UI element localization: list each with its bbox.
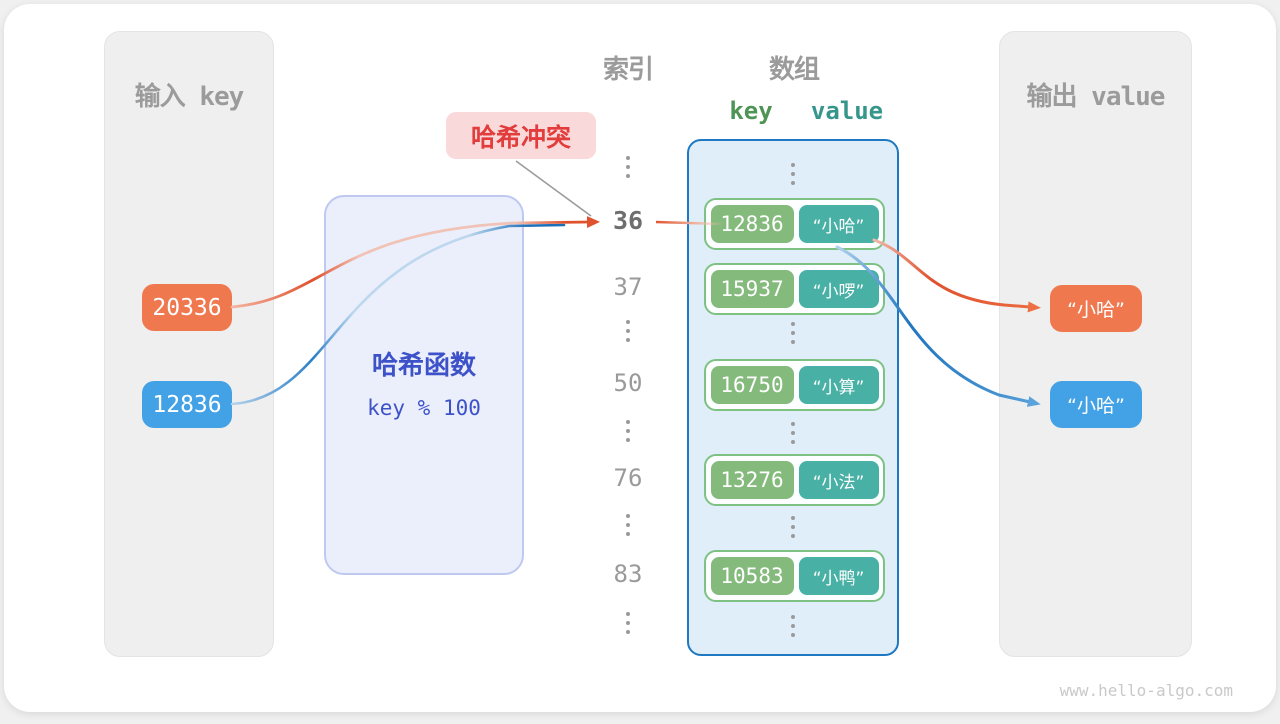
- index-ellipsis: [624, 156, 632, 178]
- input-key-orange: 20336: [142, 284, 232, 331]
- array-ellipsis: [789, 322, 797, 344]
- array-ellipsis: [789, 516, 797, 538]
- value-column-label: value: [810, 97, 884, 125]
- pair-13276: 13276 “小法”: [704, 454, 885, 506]
- index-36: 36: [612, 206, 644, 235]
- pair-value: “小算”: [798, 366, 879, 404]
- index-ellipsis: [624, 320, 632, 342]
- output-panel-title: 输出 value: [1026, 82, 1166, 112]
- pair-15937: 15937 “小啰”: [704, 263, 885, 315]
- index-column-header: 索引: [602, 54, 654, 84]
- pair-key: 13276: [710, 461, 794, 499]
- index-37: 37: [613, 273, 643, 301]
- index-83: 83: [613, 560, 643, 588]
- index-76: 76: [613, 464, 643, 492]
- pair-key: 10583: [710, 557, 794, 595]
- hash-collision-label: 哈希冲突: [446, 112, 596, 159]
- pair-value: “小哈”: [798, 205, 879, 243]
- pair-value: “小鸭”: [798, 557, 879, 595]
- output-value-blue: “小哈”: [1050, 381, 1142, 428]
- pair-10583: 10583 “小鸭”: [704, 550, 885, 602]
- index-ellipsis: [624, 612, 632, 634]
- pair-16750: 16750 “小算”: [704, 359, 885, 411]
- input-key-blue: 12836: [142, 381, 232, 428]
- hash-function-box: [324, 195, 524, 575]
- index-ellipsis: [624, 514, 632, 536]
- array-ellipsis: [789, 615, 797, 637]
- output-value-orange: “小哈”: [1050, 285, 1142, 332]
- figure-card: 输入 key 20336 12836 哈希函数 key % 100 哈希冲突 索…: [4, 4, 1276, 712]
- pair-key: 16750: [710, 366, 794, 404]
- hash-function-title: 哈希函数: [371, 350, 476, 380]
- collision-pointer-line: [515, 160, 592, 217]
- pair-value: “小法”: [798, 461, 879, 499]
- input-panel: 输入 key: [104, 31, 274, 657]
- pair-12836: 12836 “小哈”: [704, 198, 885, 250]
- key-column-label: key: [729, 97, 773, 125]
- array-ellipsis: [789, 163, 797, 185]
- pair-key: 15937: [710, 270, 794, 308]
- array-ellipsis: [789, 422, 797, 444]
- index-ellipsis: [624, 420, 632, 442]
- array-panel: 12836 “小哈” 15937 “小啰” 16750 “小算” 13276 “…: [687, 139, 899, 656]
- output-panel: 输出 value: [999, 31, 1192, 657]
- input-panel-title: 输入 key: [134, 82, 245, 112]
- hash-function-formula: key % 100: [367, 396, 481, 420]
- pair-key: 12836: [710, 205, 794, 243]
- index-50: 50: [613, 369, 643, 397]
- watermark: www.hello-algo.com: [1059, 681, 1233, 700]
- array-column-header: 数组: [768, 54, 820, 84]
- pair-value: “小啰”: [798, 270, 879, 308]
